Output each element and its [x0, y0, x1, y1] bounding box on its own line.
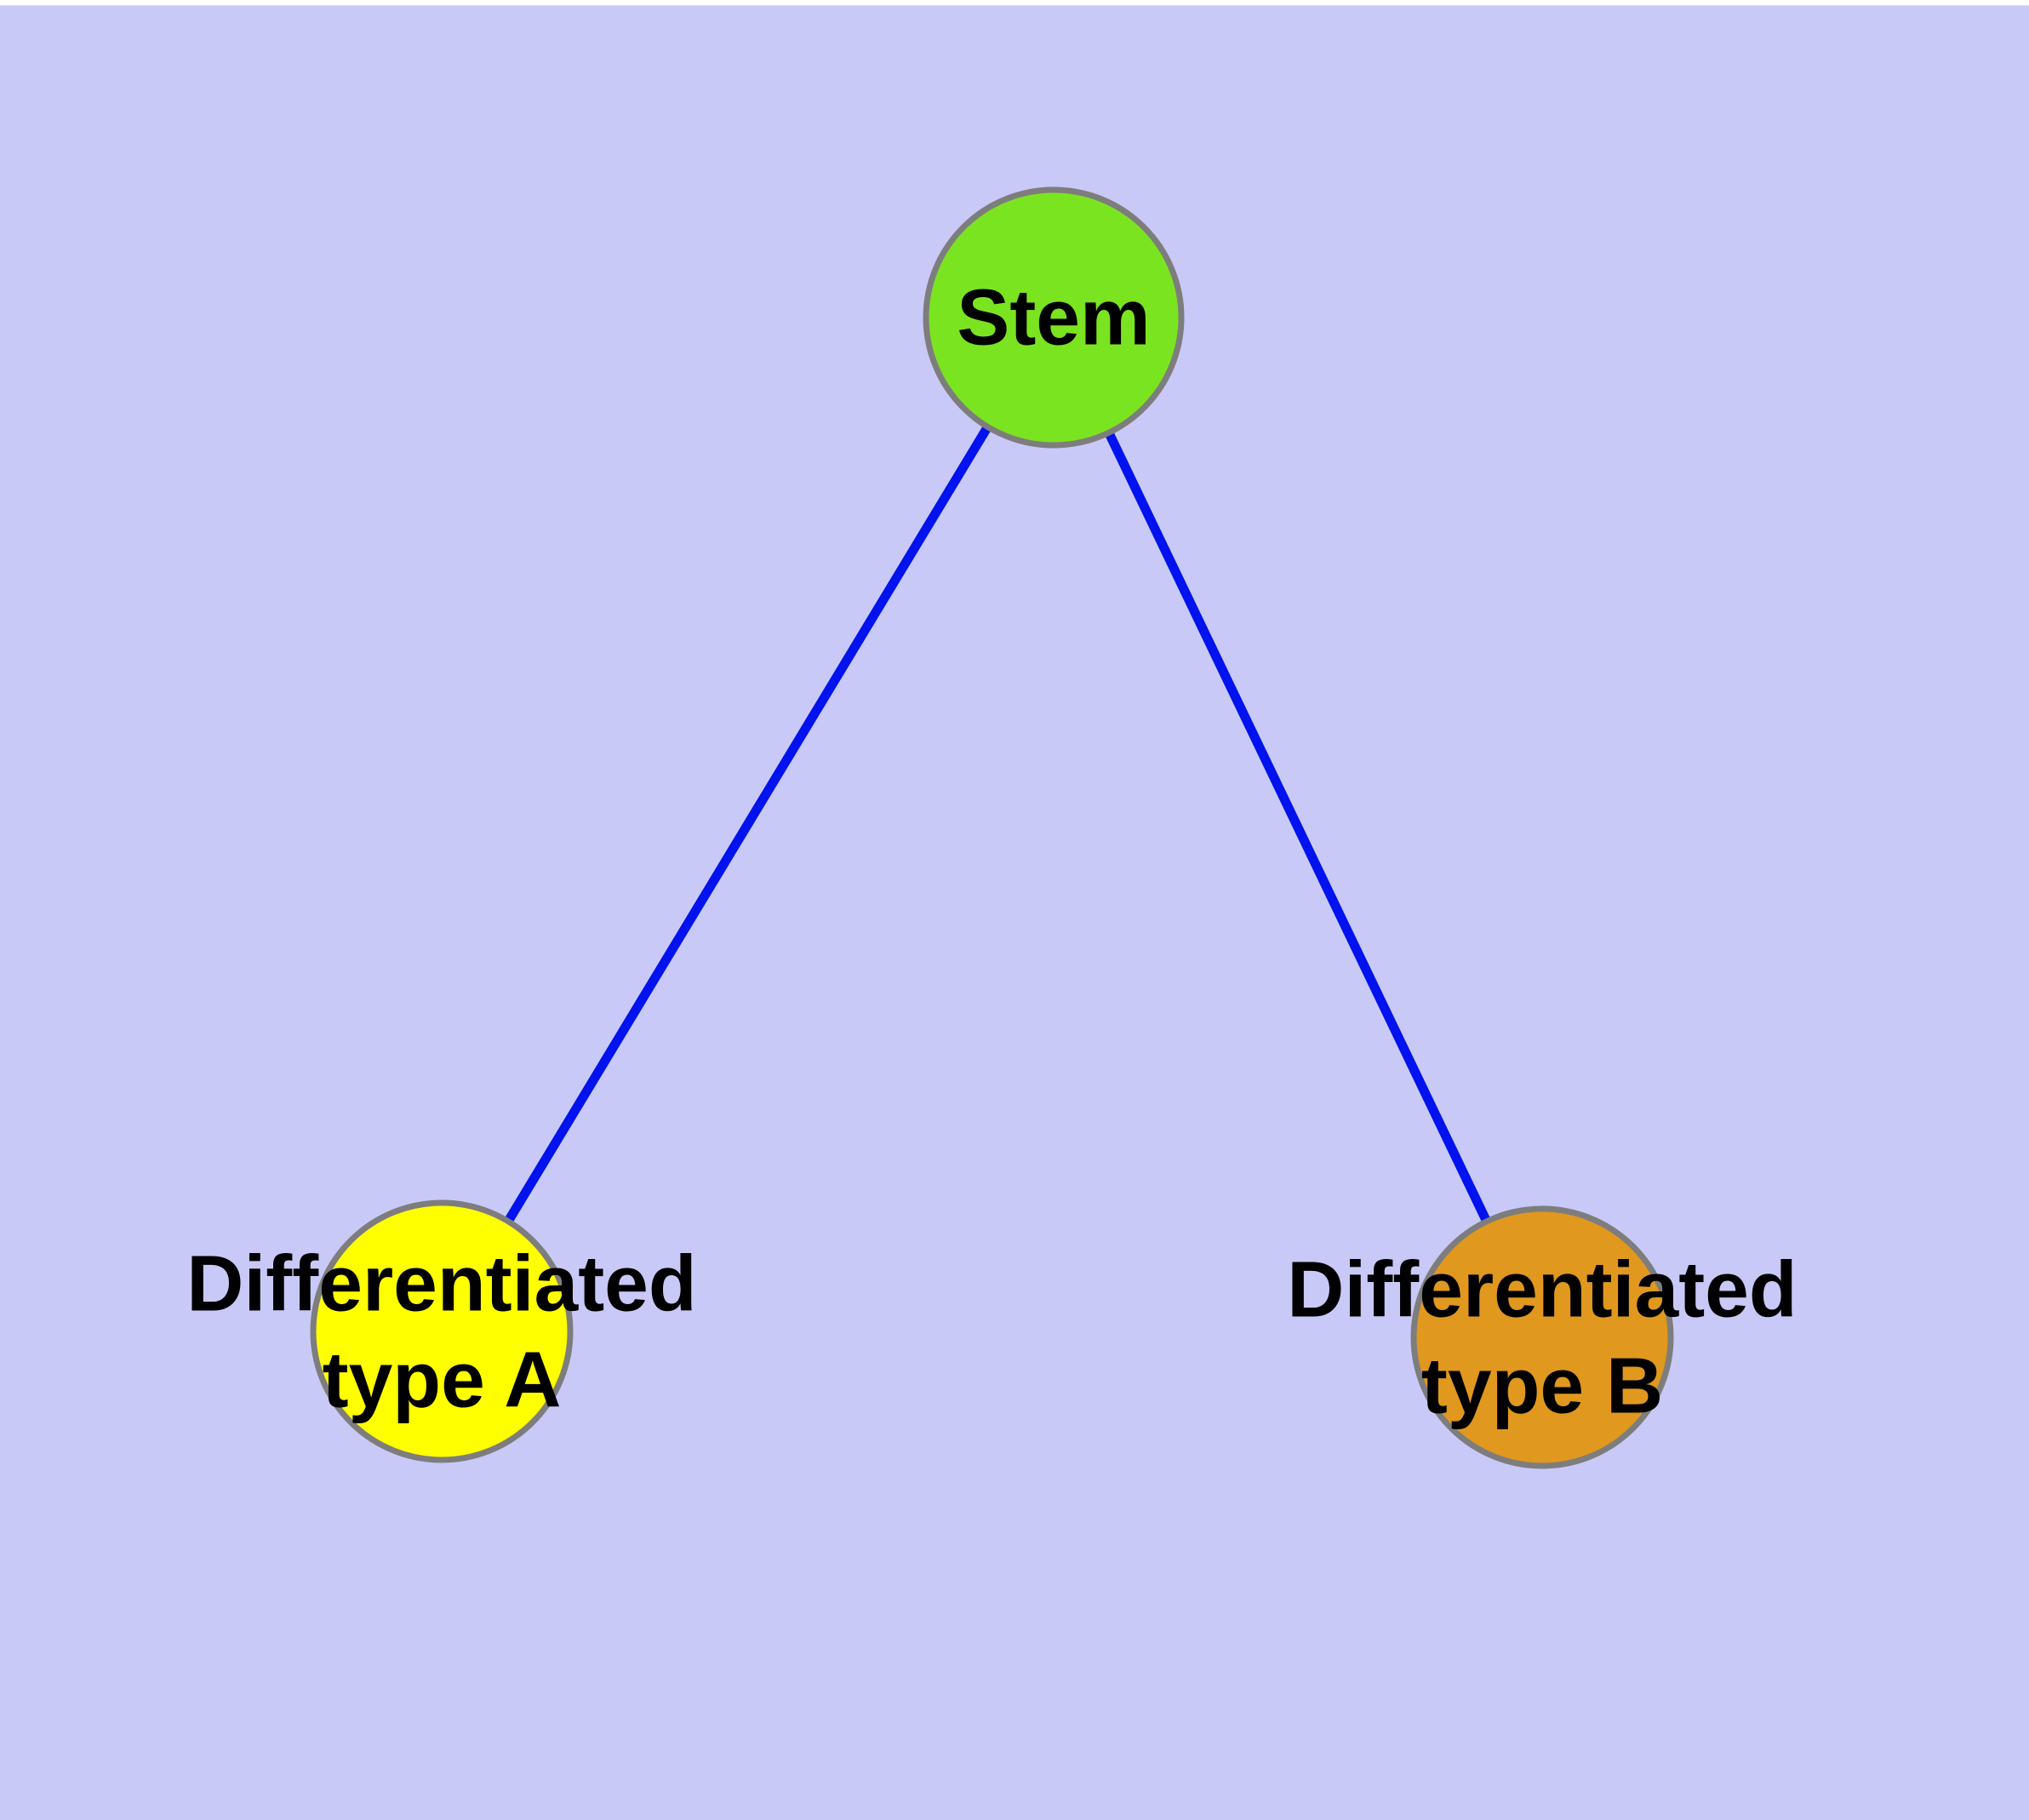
edges-layer	[437, 315, 1546, 1340]
edge-stem-type-b	[1049, 315, 1546, 1340]
node-circle-type-b	[1410, 1205, 1674, 1469]
node-circle-stem	[923, 186, 1185, 449]
nodes-layer	[310, 186, 1674, 1469]
window-top-strip	[0, 0, 2029, 6]
node-circle-type-a	[310, 1199, 574, 1463]
edge-stem-type-a	[437, 315, 1058, 1334]
